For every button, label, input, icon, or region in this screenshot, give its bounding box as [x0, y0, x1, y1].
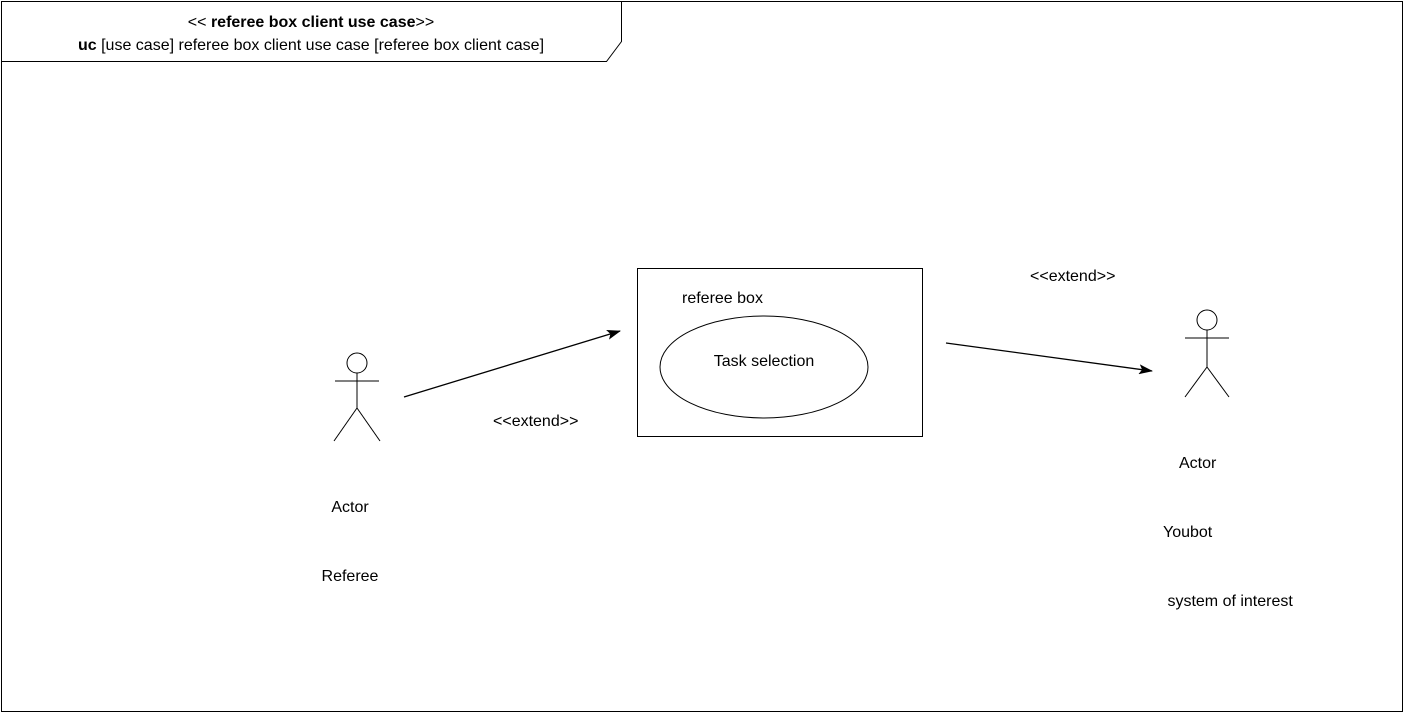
actor-referee-label: Actor Referee: [300, 450, 400, 611]
system-box-label: referee box: [682, 290, 763, 307]
extend-arrow-referee-to-system[interactable]: [403, 330, 621, 398]
actor-referee-figure[interactable]: [333, 352, 381, 442]
extend-arrow-system-to-youbot[interactable]: [945, 342, 1153, 375]
actor-referee-head: [346, 352, 368, 374]
frame-name-tab: [1, 1, 622, 62]
actor-youbot-label-line2: Youbot: [1163, 524, 1213, 541]
actor-referee-label-line1: Actor: [331, 499, 369, 516]
frame-kind: uc: [77, 37, 97, 54]
frame-title: << referee box client use case>> uc [use…: [2, 11, 620, 57]
actor-referee-right-leg: [356, 407, 381, 442]
frame-stereo-name: referee box client use case: [210, 14, 416, 31]
frame-stereo-close: >>: [415, 14, 435, 31]
actor-youbot-figure[interactable]: [1184, 309, 1230, 398]
frame-stereotype-line: << referee box client use case>>: [2, 11, 620, 34]
actor-youbot-label-line1: Actor: [1179, 455, 1217, 472]
actor-youbot-head: [1196, 309, 1218, 331]
frame-subtitle: [use case] referee box client use case […: [101, 37, 545, 54]
actor-youbot-label: Actor Youbot system of interest: [1163, 406, 1293, 636]
actor-referee-label-line2: Referee: [321, 568, 379, 585]
use-case-ellipse[interactable]: [659, 315, 869, 419]
actor-referee-left-leg: [333, 407, 358, 442]
frame-subtitle-line: uc [use case] referee box client use cas…: [2, 34, 620, 57]
actor-youbot-label-line3: system of interest: [1163, 593, 1293, 610]
extend-label-right: <<extend>>: [1030, 268, 1116, 285]
frame-stereo-open: <<: [187, 14, 211, 31]
actor-youbot-right-leg: [1206, 366, 1230, 398]
system-boundary-box[interactable]: [637, 268, 923, 437]
actor-youbot-left-leg: [1184, 366, 1208, 398]
extend-label-left: <<extend>>: [493, 413, 579, 430]
use-case-label: Task selection: [713, 353, 815, 370]
